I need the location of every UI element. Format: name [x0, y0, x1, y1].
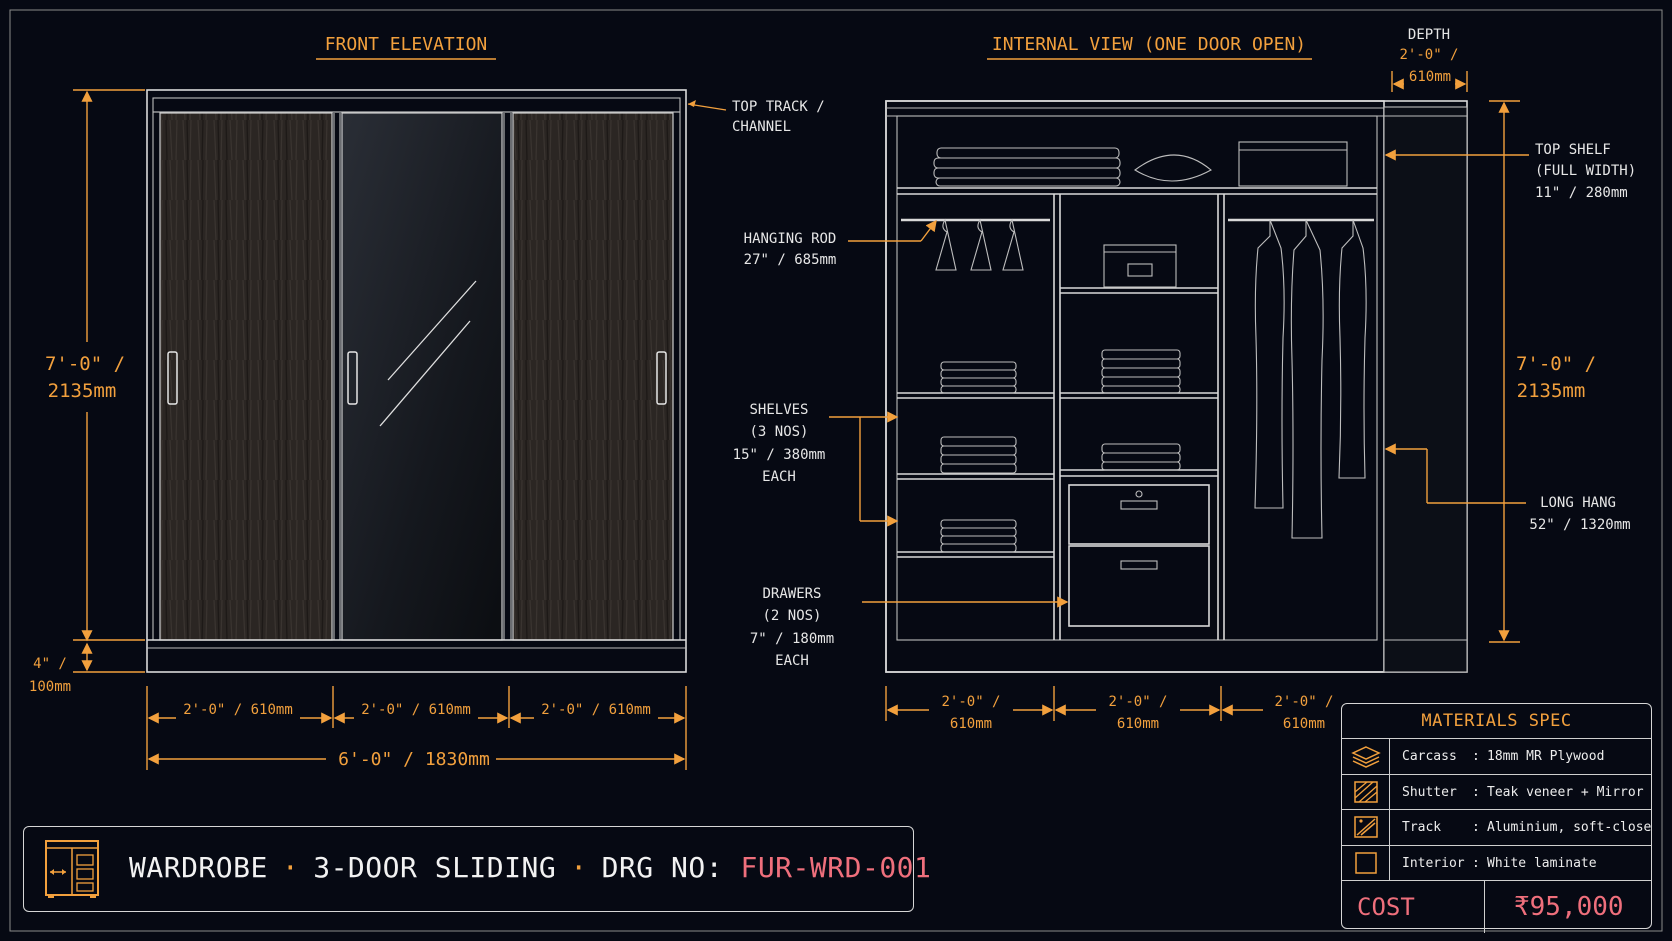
bay-width: 2'-0" / 610mm	[183, 702, 293, 718]
title-block: WARDROBE · 3-DOOR SLIDING · DRG NO: FUR-WRD-…	[23, 826, 931, 912]
shelves-label: EACH	[762, 469, 796, 485]
material-row: Interior : White laminate	[1342, 845, 1651, 881]
material-value: Aluminium, soft-close	[1487, 820, 1652, 835]
product-name: WARDROBE	[129, 851, 268, 884]
folded-clothes-icon	[933, 141, 1348, 553]
shelves-label: (3 NOS)	[749, 424, 808, 440]
internal-width-dims: 2'-0" / 610mm 2'-0" / 610mm 2'-0" / 610m…	[885, 686, 1339, 734]
material-key: Shutter	[1402, 784, 1457, 800]
long-hang-label: LONG HANG	[1540, 495, 1616, 511]
wardrobe-icon	[45, 840, 99, 898]
drawing-number: FUR-WRD-001	[740, 851, 932, 884]
front-elevation	[146, 89, 687, 673]
internal-view	[885, 100, 1468, 673]
cost-value: ₹95,000	[1514, 892, 1624, 922]
layers-icon	[1350, 746, 1381, 769]
materials-heading: MATERIALS SPEC	[1342, 704, 1651, 739]
bay-width: 2'-0" /	[1108, 694, 1167, 710]
bay-width: 610mm	[1283, 716, 1325, 732]
hanging-rod-label: 27" / 685mm	[744, 252, 837, 268]
door-handle	[656, 351, 667, 405]
garment-icon	[1254, 219, 1367, 539]
material-key: Carcass	[1402, 749, 1457, 764]
material-row: Shutter : Teak veneer + Mirror	[1342, 774, 1651, 810]
internal-view-title: INTERNAL VIEW (ONE DOOR OPEN)	[992, 34, 1306, 55]
top-shelf-label: (FULL WIDTH)	[1535, 163, 1636, 179]
material-row: Track : Aluminium, soft-close	[1342, 810, 1651, 846]
title-separator: ·	[281, 851, 300, 884]
material-key: Interior	[1402, 855, 1465, 871]
materials-spec-table: MATERIALS SPEC Carcass : 18mm MR Plywood…	[1341, 703, 1652, 933]
hanging-rod-label: HANGING ROD	[744, 231, 837, 247]
material-value: White laminate	[1487, 855, 1597, 871]
door-handle	[347, 351, 358, 405]
drawers-label: (2 NOS)	[762, 608, 821, 624]
bay-width: 2'-0" / 610mm	[541, 702, 651, 718]
top-shelf-label: TOP SHELF	[1535, 142, 1611, 158]
top-track-label: TOP TRACK /	[732, 99, 825, 115]
bay-width: 610mm	[1117, 716, 1159, 732]
drawers-label: EACH	[775, 653, 809, 669]
shelves-label: 15" / 380mm	[733, 447, 826, 463]
bay-width: 2'-0" /	[1274, 694, 1333, 710]
front-elevation-title: FRONT ELEVATION	[325, 34, 488, 55]
height-dimension: 2135mm	[1517, 380, 1586, 402]
height-dimension: 7'-0" /	[45, 353, 125, 375]
bay-width: 2'-0" / 610mm	[361, 702, 471, 718]
plinth-dimension: 4" /	[33, 656, 67, 672]
material-value: 18mm MR Plywood	[1487, 749, 1605, 764]
veneer-icon	[1353, 781, 1378, 803]
title-separator: ·	[570, 851, 588, 884]
left-door	[159, 112, 333, 641]
drawer	[1068, 545, 1210, 627]
square-icon	[1354, 852, 1377, 874]
drawers-label: 7" / 180mm	[750, 631, 834, 647]
material-row: Carcass : 18mm MR Plywood	[1342, 739, 1651, 775]
depth-dimension: 610mm	[1409, 69, 1451, 85]
front-width-dims: 2'-0" / 610mm 2'-0" / 610mm 2'-0" / 610m…	[146, 686, 687, 771]
door-handle	[167, 351, 178, 405]
long-hang-label: 52" / 1320mm	[1529, 517, 1630, 533]
cost-row: COST ₹95,000	[1342, 881, 1651, 933]
plinth-dimension: 100mm	[29, 679, 71, 695]
drawers-label: DRAWERS	[762, 586, 821, 602]
product-type: 3-DOOR SLIDING	[313, 851, 557, 884]
depth-label: DEPTH	[1408, 27, 1450, 43]
height-dimension: 7'-0" /	[1516, 353, 1596, 375]
material-key: Track	[1402, 820, 1442, 835]
material-value: Teak veneer + Mirror	[1487, 784, 1644, 800]
right-door	[512, 112, 674, 641]
top-shelf-label: 11" / 280mm	[1535, 185, 1628, 201]
total-width: 6'-0" / 1830mm	[338, 749, 490, 770]
height-dimension: 2135mm	[48, 380, 117, 402]
drawing-title: WARDROBE · 3-DOOR SLIDING · DRG NO: FUR-WRD-…	[129, 851, 931, 884]
open-door-panel	[1383, 106, 1468, 673]
drawer	[1068, 484, 1210, 545]
bay-width: 2'-0" /	[941, 694, 1000, 710]
hanger-icon	[935, 218, 1024, 271]
bay-width: 610mm	[950, 716, 992, 732]
sheet-border	[9, 9, 1663, 932]
depth-dimension: 2'-0" /	[1399, 47, 1458, 63]
drawing-number-label: DRG NO:	[601, 851, 724, 884]
shelves-label: SHELVES	[749, 402, 808, 418]
top-track-label: CHANNEL	[732, 119, 791, 135]
cost-label: COST	[1357, 893, 1415, 921]
track-icon	[1353, 816, 1378, 838]
